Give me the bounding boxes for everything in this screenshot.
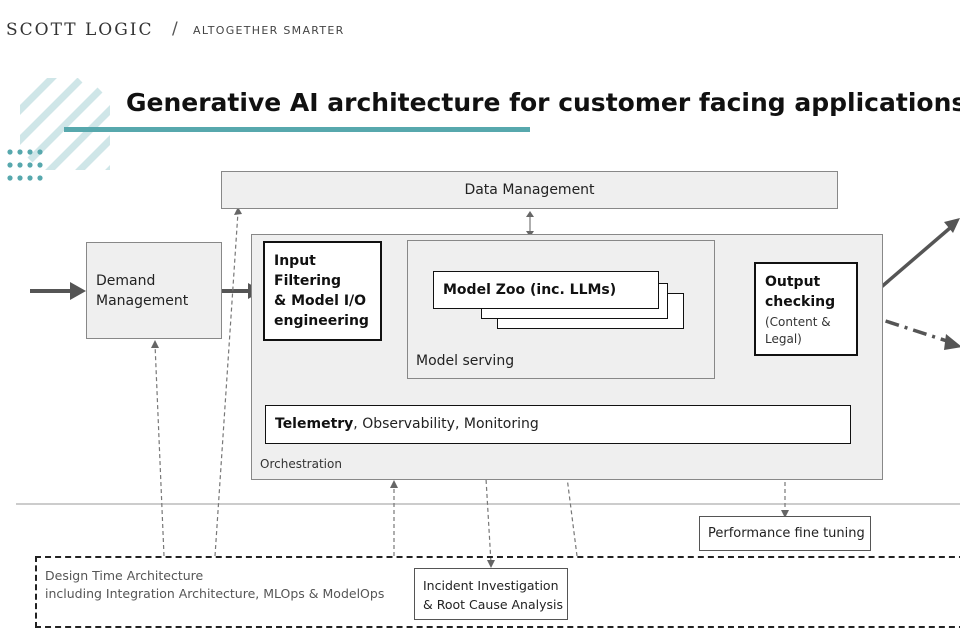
design-time-line1: Design Time Architecture: [45, 568, 204, 583]
brand-separator: /: [172, 19, 178, 39]
incident-line2: & Root Cause Analysis: [423, 597, 564, 612]
incident-line1: Incident Investigation: [423, 578, 559, 593]
performance-tuning-box: Performance fine tuning: [699, 516, 871, 551]
input-label-line4: engineering: [274, 313, 369, 329]
output-label-line1: Output: [765, 274, 821, 290]
brand-tagline: ALTOGETHER SMARTER: [193, 24, 345, 37]
telemetry-label-bold: Telemetry: [275, 416, 354, 432]
output-dashdot-arrow: [857, 310, 951, 344]
output-checking-box: Output checking (Content & Legal): [754, 262, 858, 356]
input-label-line1: Input: [274, 253, 316, 269]
design-to-demand-link: [154, 343, 165, 557]
title-underline: [64, 127, 530, 132]
input-label-line2: Filtering: [274, 273, 342, 289]
design-time-line2: including Integration Architecture, MLOp…: [45, 586, 385, 601]
design-to-data-link: [214, 211, 239, 557]
incident-box: Incident Investigation & Root Cause Anal…: [414, 568, 568, 620]
input-filtering-box: Input Filtering & Model I/O engineering: [263, 241, 382, 341]
model-zoo-box: Model Zoo (inc. LLMs): [433, 271, 659, 309]
output-sub-line2: Legal): [765, 332, 802, 346]
demand-label-line1: Demand: [96, 273, 156, 289]
input-label-line3: & Model I/O: [274, 293, 367, 309]
slide-title: Generative AI architecture for customer …: [126, 88, 960, 117]
brand-logo: SCOTT LOGIC: [6, 20, 154, 40]
telemetry-to-incident-link: [483, 444, 492, 564]
model-zoo-label: Model Zoo (inc. LLMs): [443, 282, 617, 298]
orchestration-label: Orchestration: [260, 457, 342, 471]
performance-tuning-label: Performance fine tuning: [708, 526, 865, 541]
design-time-box: Design Time Architecture including Integ…: [35, 556, 960, 628]
telemetry-label-rest: , Observability, Monitoring: [353, 416, 539, 432]
decorative-pattern: [7, 78, 110, 181]
telemetry-label: Telemetry, Observability, Monitoring: [275, 416, 539, 432]
demand-management-box: Demand Management: [86, 242, 222, 339]
telemetry-box: Telemetry, Observability, Monitoring: [265, 405, 851, 444]
data-management-box: Data Management: [221, 171, 838, 209]
model-serving-label: Model serving: [416, 353, 515, 369]
data-management-label: Data Management: [464, 182, 595, 198]
output-label-line2: checking: [765, 294, 836, 310]
dot-grid: [7, 149, 43, 181]
demand-label-line2: Management: [96, 293, 189, 309]
output-sub-line1: (Content &: [765, 315, 831, 329]
